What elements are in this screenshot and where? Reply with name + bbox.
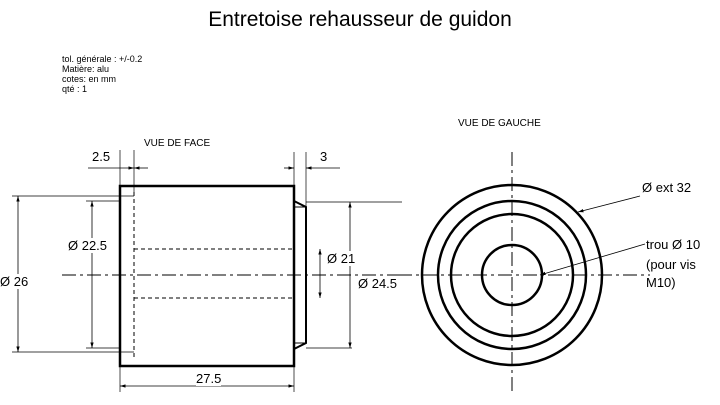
counterbore-outline [293,200,307,350]
dim-label-26: Ø 26 [0,274,29,289]
dim-label-22-5: Ø 22.5 [68,238,108,253]
front-view [12,150,412,392]
ring-circle-2 [436,199,588,351]
spec-quantity: qté : 1 [62,84,88,94]
dim-label-24-5: Ø 24.5 [358,276,398,291]
callout-hole-line3: M10) [646,275,676,290]
front-view-label: VUE DE FACE [144,138,211,149]
dim-label-21: Ø 21 [327,251,356,266]
drawing-title: Entretoise rehausseur de guidon [208,8,512,31]
callout-ext-diameter: Ø ext 32 [642,180,692,195]
left-view [398,152,650,395]
left-view-label: VUE DE GAUCHE [458,118,541,129]
leader-ext [577,195,641,213]
dim-label-2-5: 2.5 [92,149,111,164]
dim-label-27-5: 27.5 [196,371,222,386]
specifications-block: tol. générale : +/-0.2 Matière: alu cote… [62,54,142,94]
leader-hole [539,243,646,276]
spec-units: cotes: en mm [62,74,117,84]
spec-tolerance: tol. générale : +/-0.2 [62,54,143,64]
outer-circle [420,183,604,367]
callout-hole-line1: trou Ø 10 [646,237,701,252]
spec-material: Matière: alu [62,64,110,74]
ring-circle-3 [449,212,575,338]
dim-label-3: 3 [320,149,328,164]
callout-hole-line2: (pour vis [646,257,696,272]
spacer-body [118,184,296,368]
